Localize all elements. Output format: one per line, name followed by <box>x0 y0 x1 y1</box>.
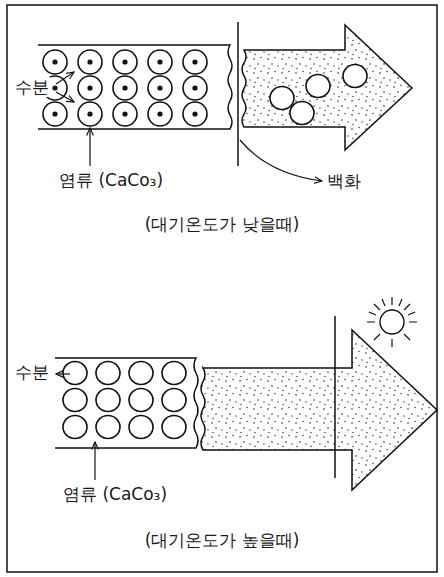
salt-particles <box>63 362 186 439</box>
sun-symbol <box>367 297 417 347</box>
part-label: 염류 (CaCo₃) <box>62 484 168 504</box>
panel-caption: (대기온도가 낮을때) <box>144 214 301 234</box>
frame <box>7 5 437 572</box>
material-strip <box>55 358 198 448</box>
surface-line <box>237 22 239 166</box>
leader-line <box>94 442 95 480</box>
leader-line <box>240 140 322 181</box>
flow-arrow <box>201 330 437 490</box>
panel-caption: (대기온도가 높을때) <box>144 530 301 550</box>
leader-line <box>89 128 90 166</box>
salt-particles <box>43 50 207 126</box>
flow-arrow <box>242 25 412 150</box>
surface-line <box>334 316 336 478</box>
top-panel <box>38 22 412 181</box>
part-label: 수분 <box>14 77 50 97</box>
efflorescence-particles <box>270 65 367 125</box>
part-label: 백화 <box>326 171 362 191</box>
leader-line <box>56 72 74 84</box>
bottom-panel <box>55 297 437 490</box>
leader-line <box>56 92 74 102</box>
part-label: 염류 (CaCo₃) <box>58 170 164 190</box>
leader-line <box>56 373 70 374</box>
material-strip <box>38 45 232 129</box>
part-label: 수분 <box>14 362 50 382</box>
